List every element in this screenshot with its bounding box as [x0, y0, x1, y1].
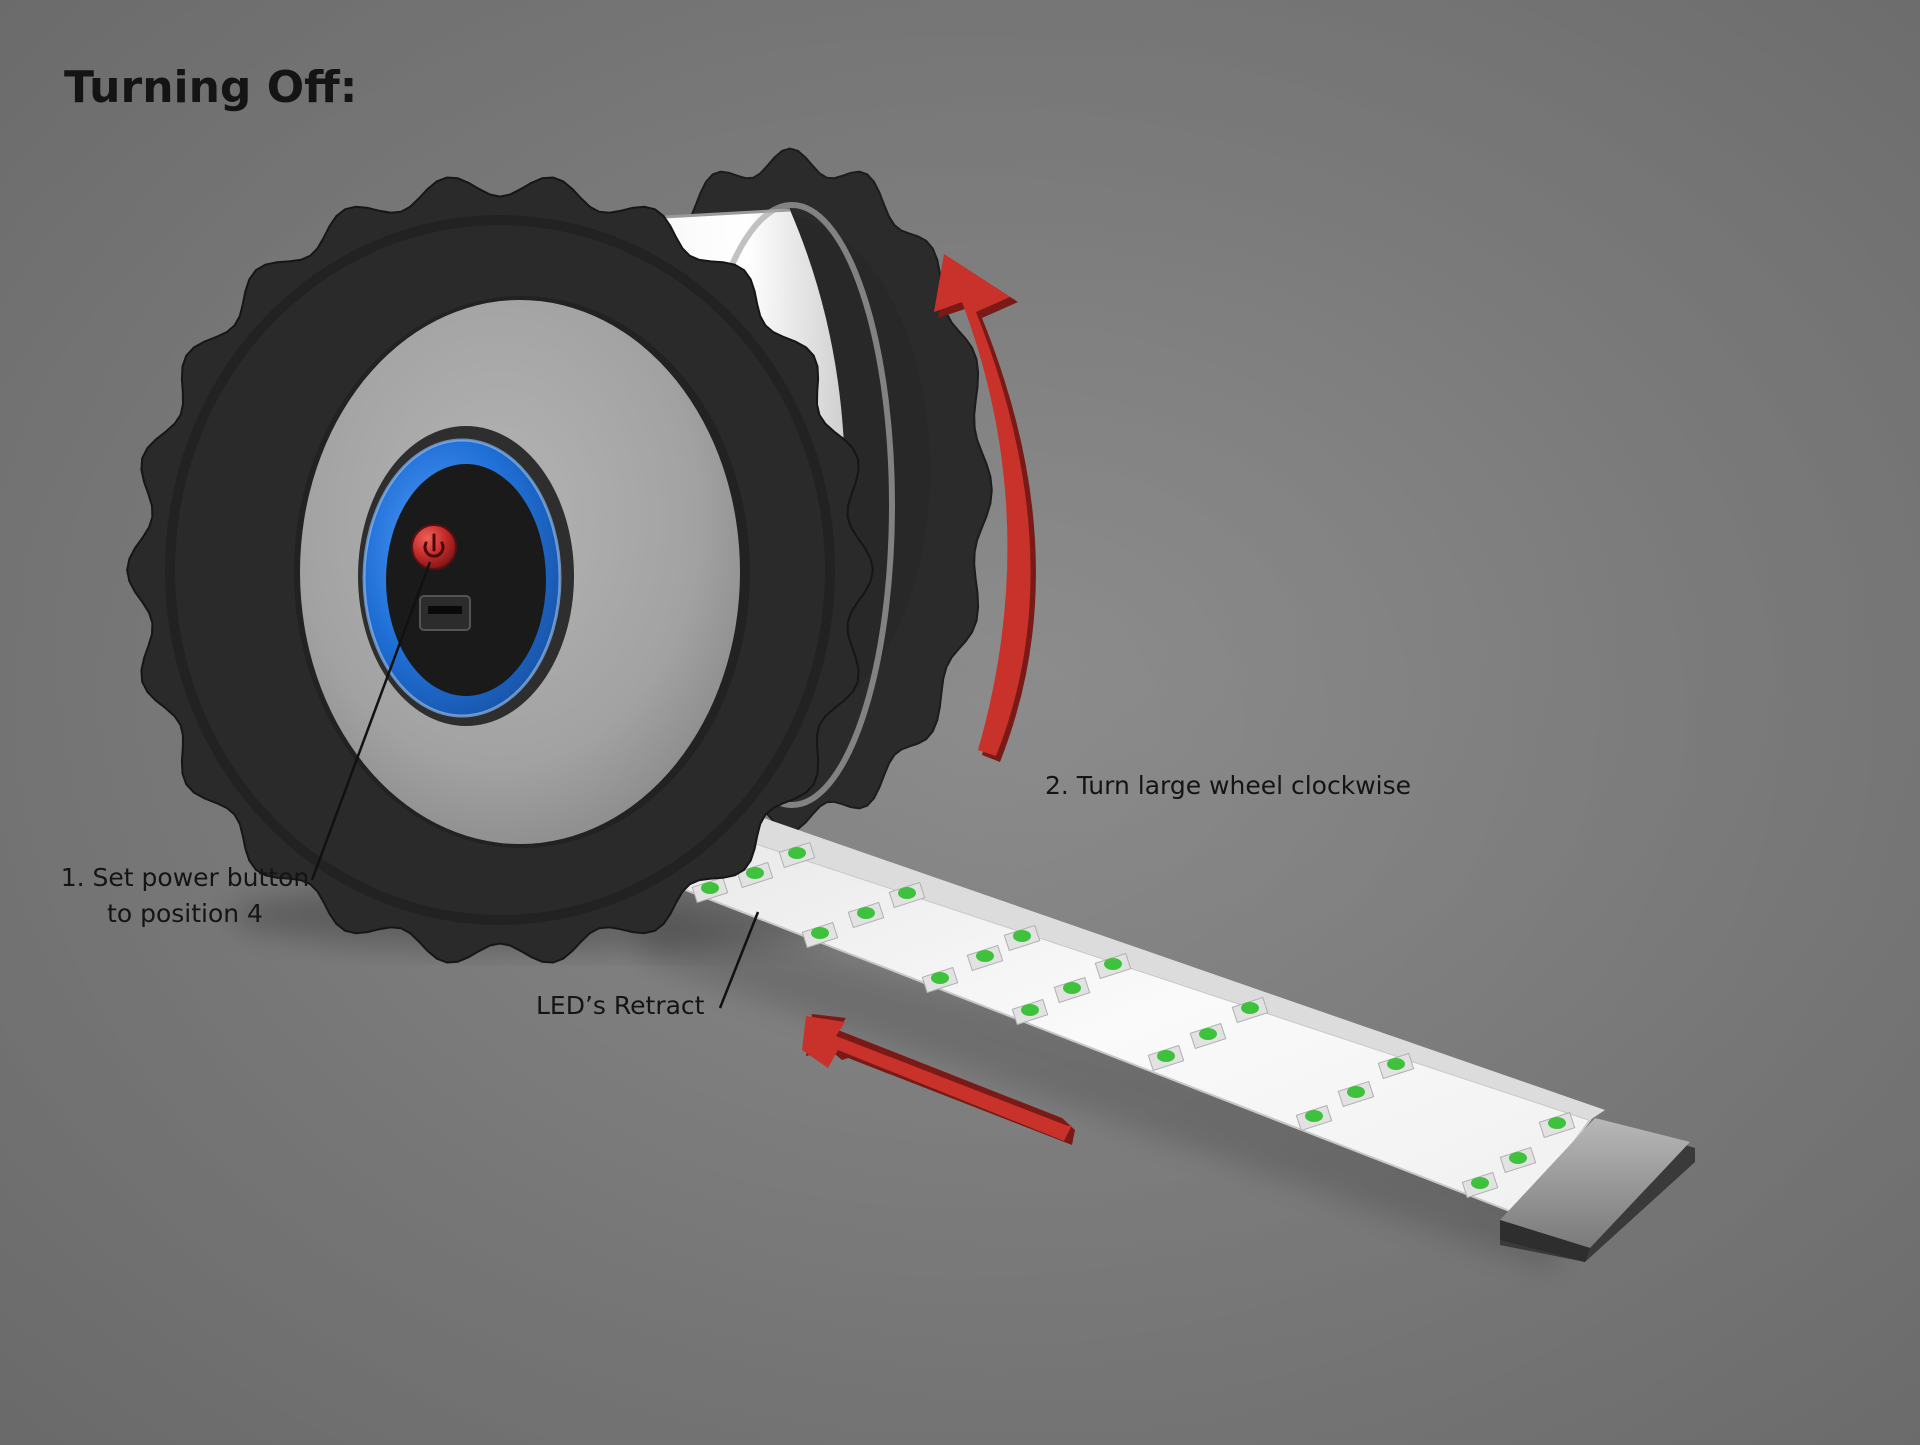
- hub: [300, 300, 740, 844]
- clockwise-arrow: [934, 254, 1036, 762]
- led-chip: [801, 921, 839, 949]
- led-chip: [1147, 1044, 1185, 1072]
- leader-line-power: [310, 561, 432, 881]
- retract-callout: LED’s Retract: [536, 991, 705, 1020]
- led-chip: [1094, 952, 1132, 980]
- led-chip: [1231, 996, 1269, 1024]
- led-chip: [847, 901, 885, 929]
- strip-shadow: [640, 905, 1600, 1270]
- led-chip: [888, 881, 926, 909]
- led-chip: [1003, 924, 1041, 952]
- power-button[interactable]: [411, 524, 457, 570]
- retract-arrow: [802, 1014, 1075, 1145]
- control-panel: [386, 464, 546, 696]
- led-chip: [1011, 998, 1049, 1026]
- led-chip: [691, 876, 729, 904]
- led-chip: [1295, 1104, 1333, 1132]
- power-icon: [423, 533, 445, 558]
- led-chip: [1377, 1052, 1415, 1080]
- led-chip: [1337, 1080, 1375, 1108]
- strip-end-cap: [1500, 1118, 1695, 1262]
- page-title: Turning Off:: [64, 62, 358, 113]
- led-chip: [1538, 1111, 1576, 1139]
- usb-port: [419, 595, 471, 631]
- led-chip: [966, 944, 1004, 972]
- step1-callout: 1. Set power button to position 4: [60, 860, 310, 932]
- led-chip: [1053, 976, 1091, 1004]
- step2-callout: 2. Turn large wheel clockwise: [1045, 771, 1412, 800]
- led-chip: [736, 861, 774, 889]
- step1-line2: to position 4: [107, 899, 263, 928]
- led-chip: [1189, 1022, 1227, 1050]
- led-lights: [691, 841, 1576, 1199]
- led-strip: [658, 815, 1605, 1217]
- leader-line-retract: [718, 911, 760, 1009]
- led-chip: [778, 841, 816, 869]
- led-chip: [921, 966, 959, 994]
- step1-line1: 1. Set power button: [60, 863, 310, 892]
- led-chip: [1499, 1146, 1537, 1174]
- led-chip: [1461, 1171, 1499, 1199]
